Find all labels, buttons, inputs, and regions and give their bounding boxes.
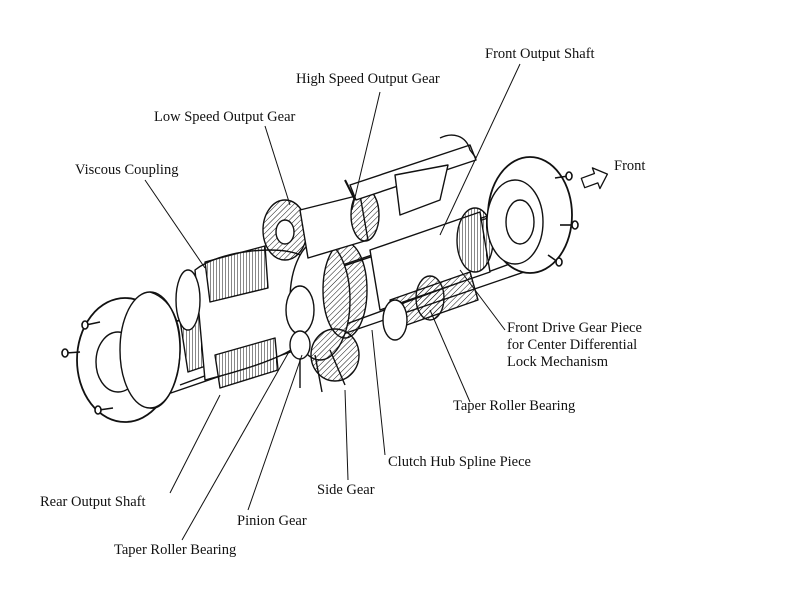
- label-low-speed-output-gear: Low Speed Output Gear: [154, 109, 296, 125]
- rear-flange: [61, 291, 181, 423]
- front-flange: [486, 156, 579, 274]
- bottom-bearings: [382, 275, 445, 341]
- output-gears: [262, 188, 380, 261]
- label-clutch-hub-spline-piece: Clutch Hub Spline Piece: [388, 454, 531, 470]
- label-side-gear: Side Gear: [317, 482, 375, 498]
- outline-arrow-right-icon: [580, 167, 609, 190]
- center-differential: [285, 239, 368, 393]
- label-taper-roller-bearing-right: Taper Roller Bearing: [453, 398, 576, 414]
- label-front-drive-gear-line-1: Front Drive Gear Piece: [507, 320, 642, 336]
- label-front-drive-gear-piece: Front Drive Gear Piece for Center Differ…: [507, 320, 707, 371]
- label-viscous-coupling: Viscous Coupling: [75, 162, 179, 178]
- shift-fork: [344, 134, 477, 216]
- label-front-output-shaft: Front Output Shaft: [485, 46, 595, 62]
- viscous-coupling-housing: [175, 245, 306, 389]
- label-taper-roller-bearing-left: Taper Roller Bearing: [114, 542, 237, 558]
- leader-lines: [144, 63, 521, 541]
- label-rear-output-shaft: Rear Output Shaft: [40, 494, 146, 510]
- label-high-speed-output-gear: High Speed Output Gear: [296, 71, 440, 87]
- label-pinion-gear: Pinion Gear: [237, 513, 307, 529]
- label-front-drive-gear-line-2: for Center Differential: [507, 337, 638, 353]
- label-front-drive-gear-line-3: Lock Mechanism: [507, 354, 609, 370]
- label-front: Front: [614, 158, 646, 174]
